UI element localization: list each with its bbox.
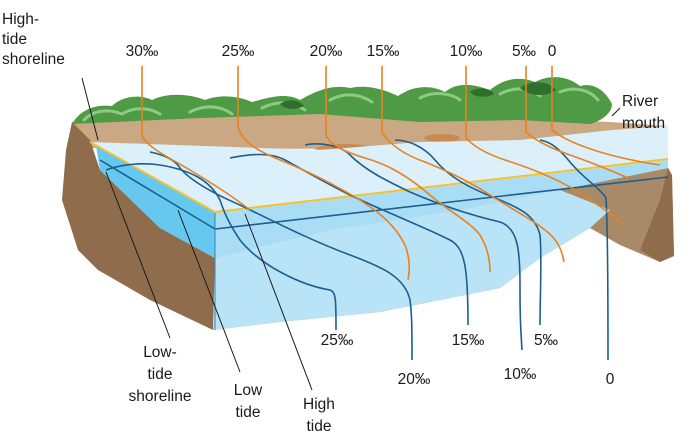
vegetation [72, 77, 612, 124]
isohaline-surface-25 [237, 66, 411, 281]
label-line: shoreline [2, 51, 65, 68]
isohaline-surface-5 [525, 66, 629, 179]
label-bottom-20: 20‰ [398, 371, 431, 388]
label-top-15: 15‰ [367, 43, 400, 60]
label-top-20: 20‰ [310, 43, 343, 60]
label-high-tide-shoreline: High- tide shoreline [2, 11, 65, 68]
low-tide-line [214, 176, 669, 230]
left-cliff [62, 122, 215, 330]
label-line: River [622, 93, 658, 110]
label-line: tide [148, 366, 173, 383]
label-river-mouth: River mouth [622, 93, 665, 132]
label-line: mouth [622, 115, 665, 132]
bottom-isohalines [105, 139, 609, 361]
shrub-dark [280, 82, 556, 109]
label-low-tide-shoreline: Low- tide shoreline [129, 344, 192, 405]
right-land-shade [640, 168, 674, 262]
shrub-band [72, 77, 612, 124]
label-line: High- [2, 11, 39, 28]
water-front [215, 160, 668, 258]
isohaline-surface-30 [141, 66, 251, 211]
leader-river-mouth [611, 107, 621, 117]
leader-high-tide-shoreline [81, 77, 99, 141]
isohaline-surface-15 [381, 66, 565, 263]
high-tide-shoreline-edge [89, 141, 216, 213]
top-salinity-labels: 30‰ 25‰ 20‰ 15‰ 10‰ 5‰ 0 [126, 43, 557, 60]
label-bottom-0: 0 [606, 371, 615, 388]
label-high-tide: High tide [303, 396, 335, 435]
isohaline-bottom-20 [149, 151, 413, 361]
label-bottom-10: 10‰ [504, 366, 537, 383]
isohaline-surface-20 [325, 66, 491, 273]
isohaline-bottom-0 [539, 139, 609, 361]
label-line: tide [307, 418, 332, 435]
leader-high-tide [244, 213, 313, 391]
bottom-salinity-labels: 25‰ 20‰ 15‰ 10‰ 5‰ 0 [321, 332, 615, 388]
label-bottom-5: 5‰ [534, 332, 559, 349]
label-low-tide: Low tide [234, 382, 263, 421]
isohaline-bottom-25 [105, 163, 337, 331]
label-bottom-25: 25‰ [321, 332, 354, 349]
label-top-25: 25‰ [222, 43, 255, 60]
isohaline-surface-0 [551, 66, 661, 166]
water-front-deep [213, 190, 610, 330]
label-line: High [303, 396, 335, 413]
surface-isohalines [141, 66, 661, 281]
mud-flat [424, 134, 460, 142]
low-tide-shoreline-edge [99, 159, 216, 230]
high-tide-line [214, 158, 669, 213]
label-top-10: 10‰ [450, 43, 483, 60]
label-line: Low [234, 382, 263, 399]
label-top-5: 5‰ [512, 43, 537, 60]
label-bottom-15: 15‰ [452, 332, 485, 349]
label-line: shoreline [129, 388, 192, 405]
label-line: tide [236, 404, 261, 421]
water-surface [90, 126, 668, 213]
isohaline-surface-10 [465, 66, 626, 227]
leader-low-tide [177, 209, 241, 373]
leader-lines [81, 77, 621, 391]
label-line: Low- [143, 344, 177, 361]
label-top-30: 30‰ [126, 43, 159, 60]
label-top-0: 0 [548, 43, 557, 60]
isohaline-bottom-10 [304, 143, 523, 351]
label-line: tide [2, 31, 27, 48]
leader-low-tide-shoreline [105, 171, 171, 339]
